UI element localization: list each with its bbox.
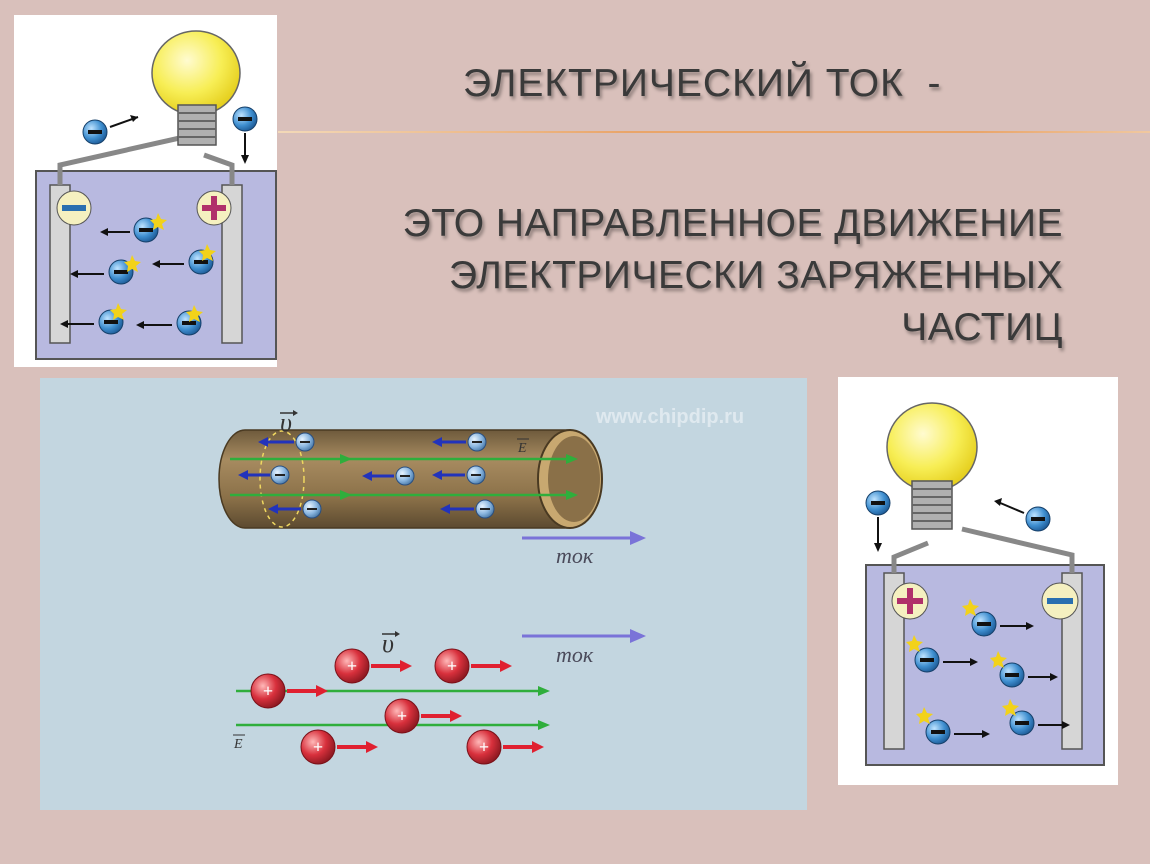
bulb-glass bbox=[886, 402, 978, 492]
slide-subtitle: ЭТО НАПРАВЛЕННОЕ ДВИЖЕНИЕ ЭЛЕКТРИЧЕСКИ З… bbox=[300, 198, 1063, 354]
wire-left bbox=[891, 540, 929, 573]
field-symbol-top: E bbox=[517, 441, 527, 456]
cell-left-svg bbox=[35, 30, 277, 360]
cell-illustration-right bbox=[838, 377, 1118, 785]
ion-velocity-arrows bbox=[287, 664, 534, 749]
stars bbox=[906, 599, 1019, 724]
watermark: www.chipdip.ru bbox=[596, 406, 745, 428]
title-divider bbox=[278, 131, 1150, 133]
field-lines-tube bbox=[230, 457, 570, 497]
velocity-symbol-bottom: υ bbox=[382, 629, 394, 658]
bulb-glass bbox=[151, 30, 241, 116]
conductor-diagram: + + + + + + υ E υ E www.chipdip.ru ток ток bbox=[40, 378, 807, 810]
stars bbox=[110, 213, 216, 322]
current-label-bottom: ток bbox=[556, 642, 594, 667]
subtitle-line-2: ЭЛЕКТРИЧЕСКИ ЗАРЯЖЕННЫХ ЧАСТИЦ bbox=[449, 254, 1063, 349]
tube-velocity-arrows bbox=[246, 440, 474, 511]
cell-right-svg bbox=[865, 402, 1105, 766]
current-label-top: ток bbox=[556, 543, 594, 568]
svg-text:+: + bbox=[397, 706, 407, 726]
wire-right bbox=[961, 526, 1075, 573]
cell-illustration-left bbox=[14, 15, 277, 367]
wire-right bbox=[203, 152, 235, 185]
svg-text:+: + bbox=[313, 737, 323, 757]
field-symbol-bottom: E bbox=[233, 737, 243, 752]
bulb-base bbox=[177, 104, 217, 146]
svg-text:+: + bbox=[479, 737, 489, 757]
subtitle-line-1: ЭТО НАПРАВЛЕННОЕ ДВИЖЕНИЕ bbox=[402, 202, 1063, 245]
drift-arrows bbox=[943, 625, 1064, 735]
conductor-svg: + + + + + + υ E υ E bbox=[218, 408, 646, 765]
velocity-symbol-top: υ bbox=[280, 408, 292, 437]
slide-title: ЭЛЕКТРИЧЕСКИЙ ТОК - bbox=[463, 62, 942, 105]
svg-text:+: + bbox=[263, 681, 273, 701]
svg-text:+: + bbox=[347, 656, 357, 676]
positive-ions bbox=[250, 648, 502, 765]
svg-text:+: + bbox=[447, 656, 457, 676]
drift-arrows bbox=[64, 231, 184, 326]
